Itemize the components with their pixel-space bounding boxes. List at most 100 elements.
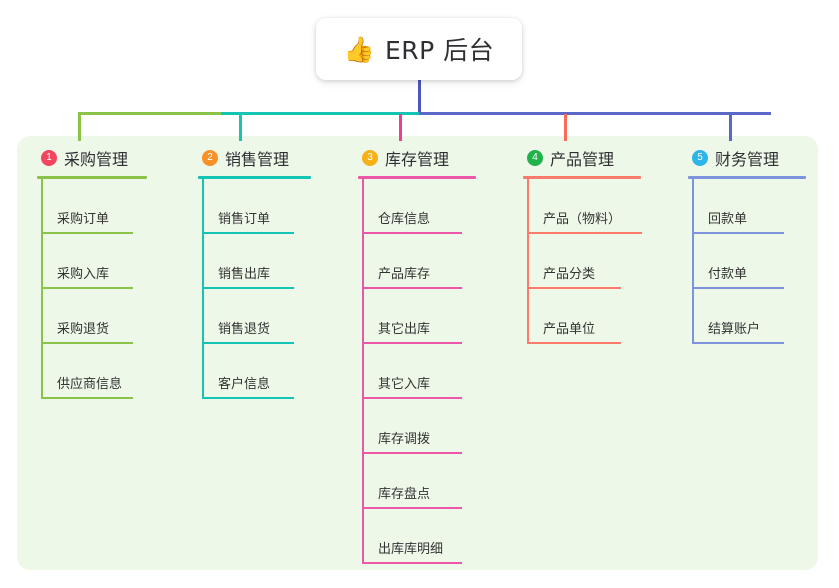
- list-item[interactable]: 库存盘点: [358, 454, 476, 509]
- list-item-label: 付款单: [708, 267, 748, 282]
- list-item[interactable]: 销售订单: [198, 179, 311, 234]
- list-item-label: 销售订单: [218, 212, 271, 227]
- list-item-rule: [362, 287, 462, 289]
- thumbs-up-icon: 👍: [343, 34, 375, 64]
- column-header-rule: [688, 176, 806, 179]
- list-item-rule: [41, 287, 133, 289]
- list-item-rule: [692, 232, 784, 234]
- list-item-label: 出库库明细: [378, 542, 444, 557]
- column-title: 采购管理: [64, 150, 129, 169]
- bus-segment-green: [78, 112, 223, 115]
- list-item[interactable]: 采购入库: [37, 234, 147, 289]
- column-spine-connector: [692, 179, 694, 344]
- content-panel: [17, 136, 818, 570]
- column-items: 产品（物料） 产品分类产品单位: [523, 179, 642, 344]
- list-item-label: 其它出库: [378, 322, 431, 337]
- list-item-rule: [527, 342, 621, 344]
- column-title: 财务管理: [715, 150, 780, 169]
- column-spine-connector: [527, 179, 529, 344]
- list-item-rule: [202, 287, 294, 289]
- list-item-label: 产品库存: [378, 267, 431, 282]
- list-item-rule: [527, 287, 621, 289]
- column-spine-connector: [41, 179, 43, 399]
- list-item[interactable]: 销售退货: [198, 289, 311, 344]
- drop-connector-3: [399, 114, 402, 141]
- list-item[interactable]: 采购订单: [37, 179, 147, 234]
- list-item-rule: [362, 562, 462, 564]
- column-items: 回款单付款单结算账户: [688, 179, 806, 344]
- column-header-rule: [198, 176, 311, 179]
- list-item-rule: [692, 342, 784, 344]
- drop-connector-4: [564, 114, 567, 141]
- list-item-rule: [202, 232, 294, 234]
- list-item-label: 回款单: [708, 212, 748, 227]
- drop-connector-5: [729, 114, 732, 141]
- list-item-label: 销售退货: [218, 322, 271, 337]
- column-header-rule: [37, 176, 147, 179]
- list-item-rule: [362, 507, 462, 509]
- list-item-label: 销售出库: [218, 267, 271, 282]
- root-stem-connector: [418, 80, 421, 114]
- list-item[interactable]: 采购退货: [37, 289, 147, 344]
- list-item[interactable]: 出库库明细: [358, 509, 476, 564]
- list-item-rule: [41, 232, 133, 234]
- list-item[interactable]: 产品单位: [523, 289, 641, 344]
- drop-connector-2: [239, 114, 242, 141]
- list-item-label: 库存调拨: [378, 432, 431, 447]
- list-item-label: 供应商信息: [57, 377, 123, 392]
- list-item[interactable]: 付款单: [688, 234, 806, 289]
- list-item-label: 结算账户: [708, 322, 761, 337]
- column-spine-connector: [202, 179, 204, 399]
- list-item[interactable]: 结算账户: [688, 289, 806, 344]
- list-item[interactable]: 回款单: [688, 179, 806, 234]
- list-item-label: 产品（物料）: [543, 212, 622, 227]
- list-item[interactable]: 产品（物料）: [523, 179, 642, 234]
- list-item-label: 采购入库: [57, 267, 110, 282]
- list-item-rule: [41, 397, 133, 399]
- list-item[interactable]: 销售出库: [198, 234, 311, 289]
- list-item-rule: [202, 342, 294, 344]
- list-item-rule: [41, 342, 133, 344]
- column-title: 销售管理: [225, 150, 290, 169]
- column-items: 销售订单销售出库销售退货客户信息: [198, 179, 311, 399]
- bus-segment-indigo: [419, 112, 771, 115]
- column-header-rule: [523, 176, 641, 179]
- column-spine-connector: [362, 179, 364, 564]
- list-item-label: 产品单位: [543, 322, 596, 337]
- list-item[interactable]: 产品库存: [358, 234, 476, 289]
- list-item-label: 采购订单: [57, 212, 110, 227]
- column-items: 仓库信息产品库存其它出库其它入库库存调拨库存盘点出库库明细: [358, 179, 476, 564]
- list-item[interactable]: 库存调拨: [358, 399, 476, 454]
- list-item-label: 产品分类: [543, 267, 596, 282]
- number-badge-icon: 5: [692, 150, 708, 166]
- drop-connector-1: [78, 114, 81, 141]
- column-5: 5 财务管理回款单付款单结算账户: [688, 146, 806, 344]
- list-item[interactable]: 客户信息: [198, 344, 311, 399]
- column-items: 采购订单采购入库采购退货供应商信息: [37, 179, 147, 399]
- list-item[interactable]: 产品分类: [523, 234, 641, 289]
- column-header-5[interactable]: 5 财务管理: [688, 146, 806, 170]
- column-header-1[interactable]: 1 采购管理: [37, 146, 147, 170]
- list-item-rule: [362, 232, 462, 234]
- root-node-label: ERP 后台: [384, 36, 495, 65]
- list-item[interactable]: 其它入库: [358, 344, 476, 399]
- list-item[interactable]: 供应商信息: [37, 344, 147, 399]
- column-1: 1 采购管理采购订单采购入库采购退货供应商信息: [37, 146, 147, 399]
- column-title: 产品管理: [550, 150, 615, 169]
- list-item-label: 库存盘点: [378, 487, 431, 502]
- column-header-rule: [358, 176, 476, 179]
- list-item[interactable]: 其它出库: [358, 289, 476, 344]
- number-badge-icon: 1: [41, 150, 57, 166]
- number-badge-icon: 3: [362, 150, 378, 166]
- list-item-label: 客户信息: [218, 377, 271, 392]
- list-item[interactable]: 仓库信息: [358, 179, 476, 234]
- root-node[interactable]: 👍 ERP 后台: [316, 18, 522, 80]
- list-item-rule: [362, 397, 462, 399]
- list-item-rule: [362, 452, 462, 454]
